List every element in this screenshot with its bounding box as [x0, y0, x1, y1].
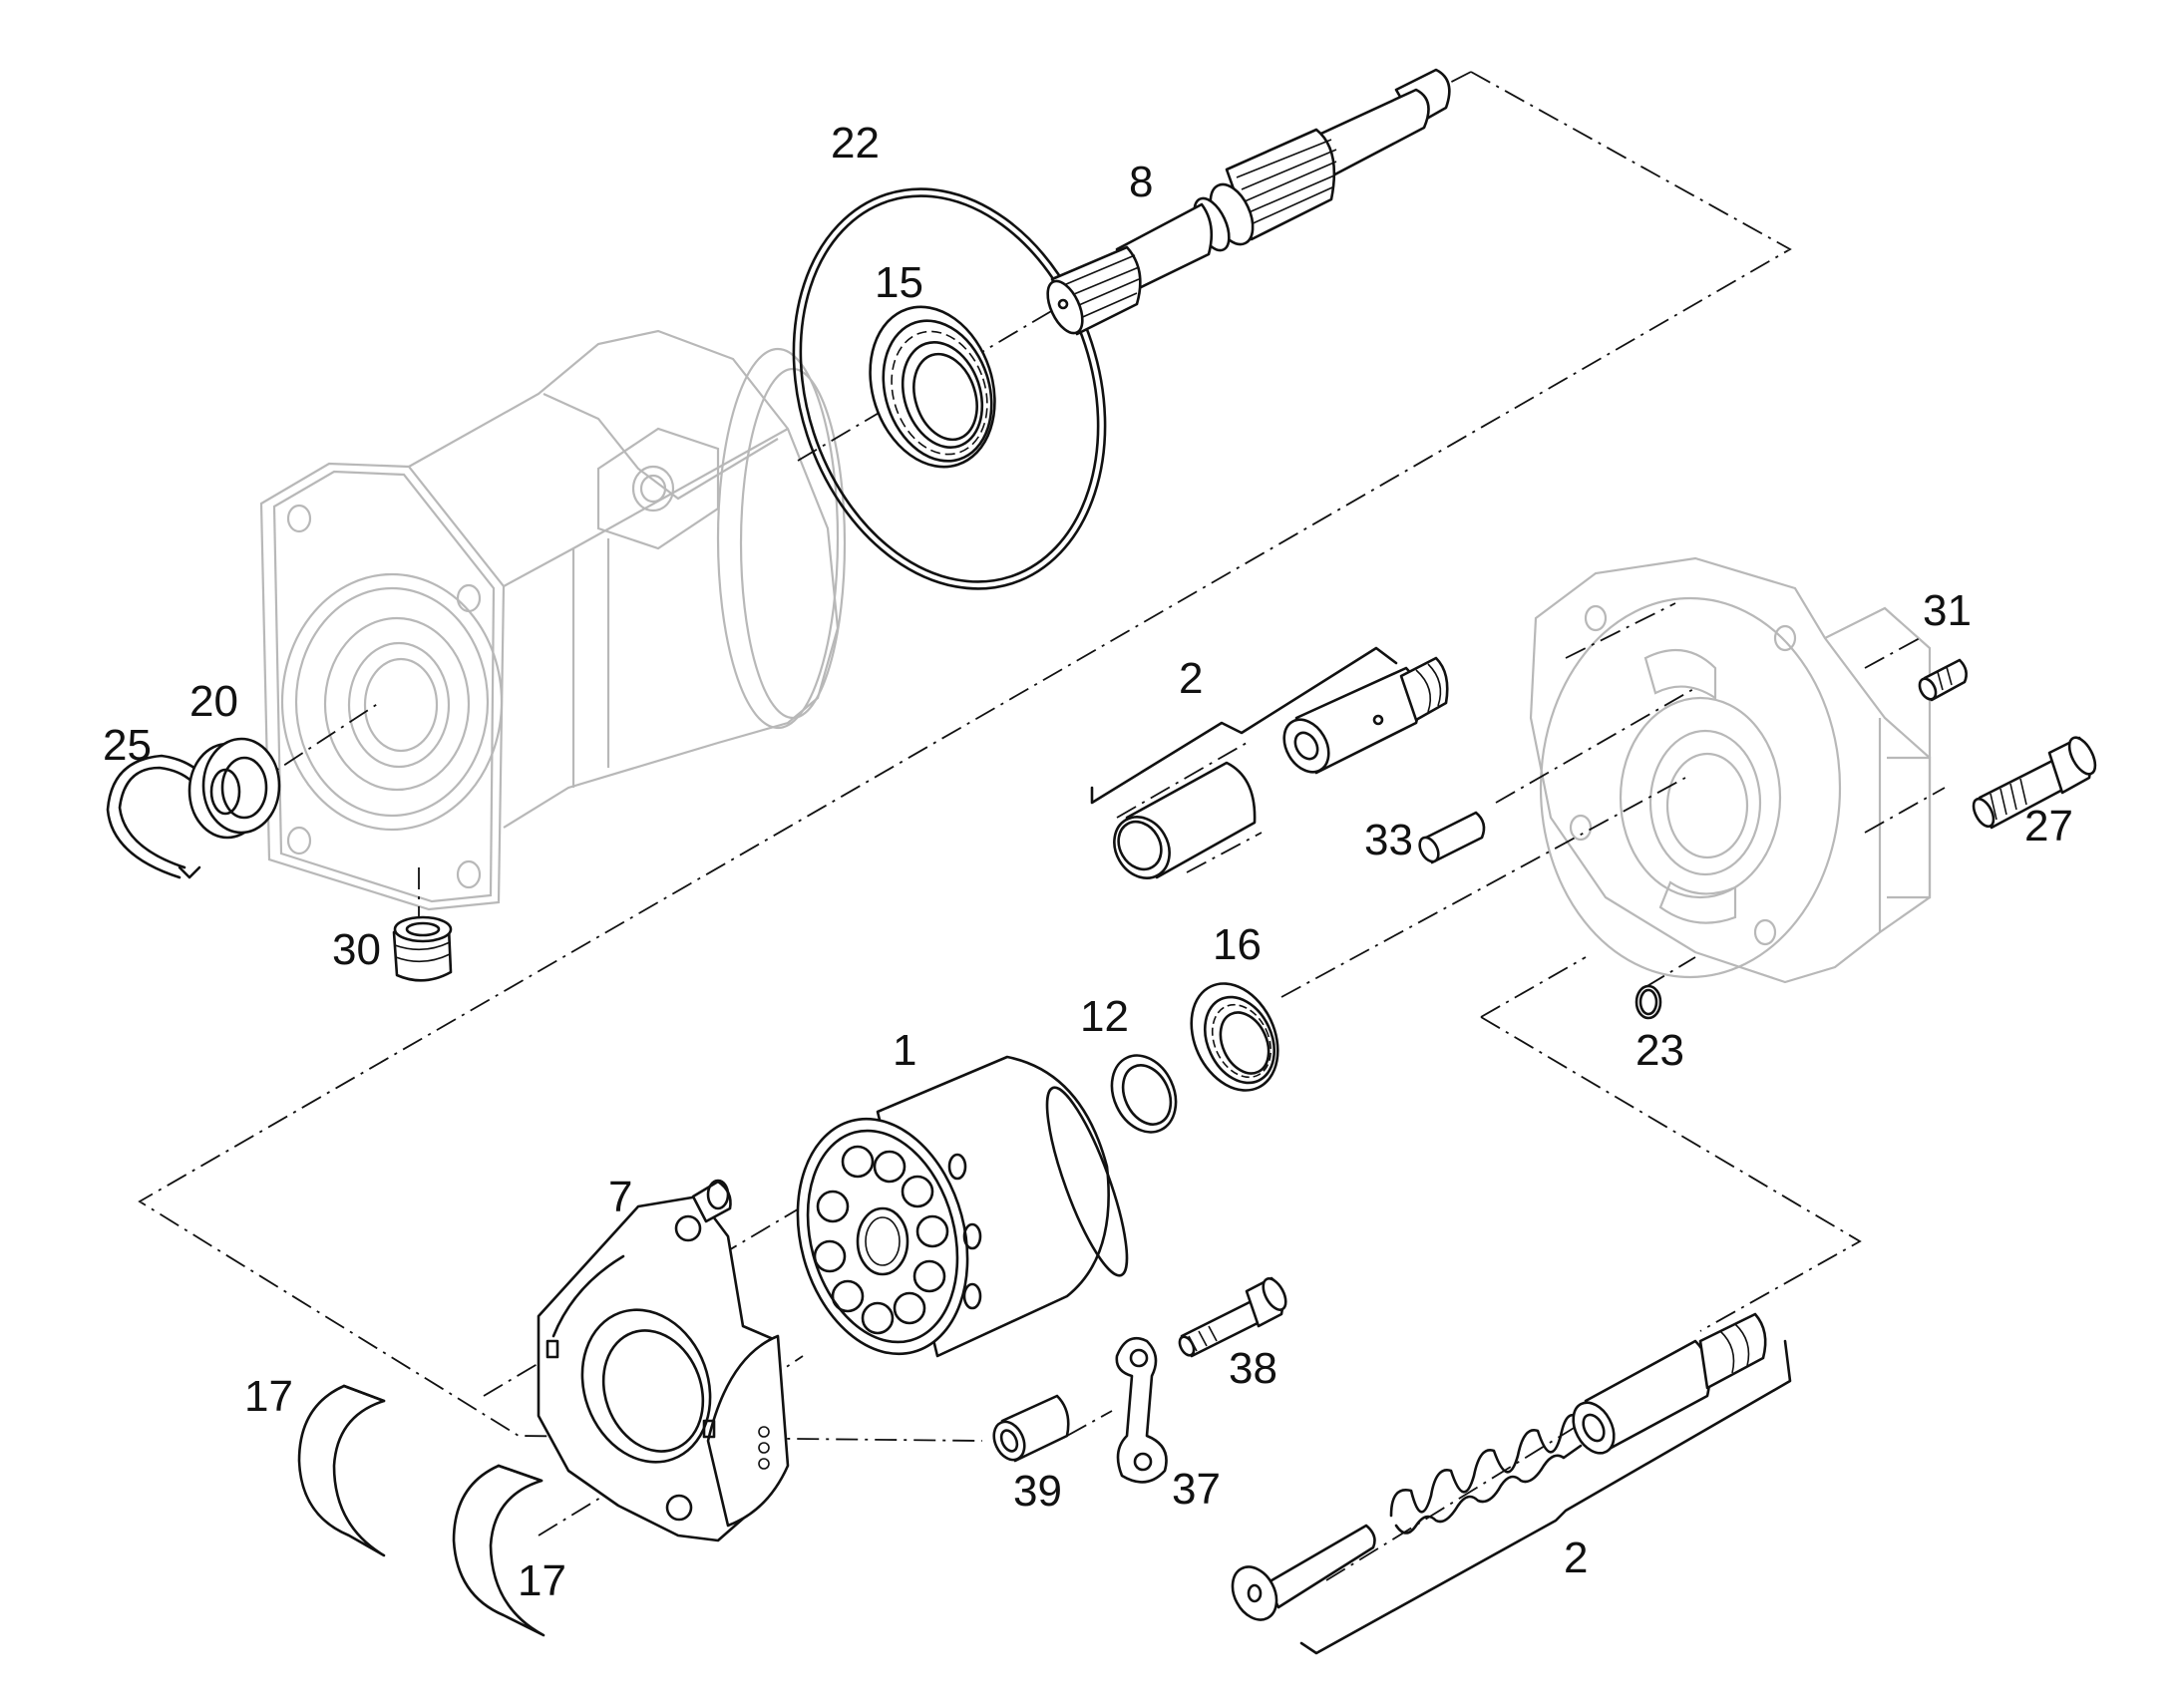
label-part-17-left: 17	[244, 1372, 293, 1421]
part-39-sleeve	[992, 1394, 1070, 1463]
part-2-valve-spool-lower	[1231, 1312, 1792, 1655]
part-33-dowel-pin	[1418, 811, 1486, 864]
part-38-screw	[1178, 1276, 1287, 1358]
part-20-shaft-seal	[187, 737, 281, 840]
label-part-1: 1	[893, 1026, 916, 1075]
label-part-33: 33	[1364, 816, 1413, 864]
part-31-set-screw	[1918, 658, 1968, 702]
label-part-27: 27	[2024, 802, 2073, 851]
label-part-23: 23	[1635, 1026, 1684, 1075]
label-part-15: 15	[875, 258, 923, 307]
label-part-17-right: 17	[518, 1556, 566, 1605]
part-8-drive-shaft	[1046, 68, 1451, 336]
part-12-ring	[1110, 1054, 1178, 1134]
label-part-39: 39	[1013, 1467, 1062, 1516]
label-part-20: 20	[189, 677, 238, 726]
label-part-22: 22	[831, 119, 880, 168]
part-37-link	[1115, 1336, 1168, 1484]
part-2-valve-spool-upper	[1090, 646, 1449, 879]
label-part-2-lower: 2	[1564, 1534, 1588, 1582]
label-part-16: 16	[1213, 920, 1262, 969]
part-23-small-o-ring	[1635, 984, 1662, 1020]
label-part-7: 7	[608, 1173, 632, 1221]
label-part-37: 37	[1172, 1465, 1221, 1514]
label-part-2-upper: 2	[1179, 654, 1203, 703]
part-22-large-o-ring	[792, 187, 1107, 590]
part-16-bearing	[1190, 982, 1279, 1092]
part-number-labels: 22 8 15 2 31 27 33 20 25 30 16 12 1 23 7…	[103, 119, 2073, 1605]
part-7-swash-plate	[537, 1179, 790, 1542]
motor-housing-ghost	[259, 329, 847, 911]
part-15-roller-bearing	[869, 305, 996, 469]
label-part-38: 38	[1229, 1344, 1277, 1393]
label-part-25: 25	[103, 721, 152, 770]
label-part-31: 31	[1923, 586, 1972, 635]
part-1-cylinder-block	[796, 1055, 1129, 1358]
part-17-bearing-shell-right	[452, 1464, 545, 1637]
part-17-bearing-shell-left	[297, 1384, 386, 1557]
label-part-12: 12	[1080, 992, 1129, 1041]
part-30-plug	[392, 915, 453, 982]
part-27-cap-screw	[1972, 736, 2097, 830]
label-part-8: 8	[1129, 158, 1153, 206]
end-cover-ghost	[1529, 556, 1932, 984]
label-part-30: 30	[332, 925, 381, 974]
